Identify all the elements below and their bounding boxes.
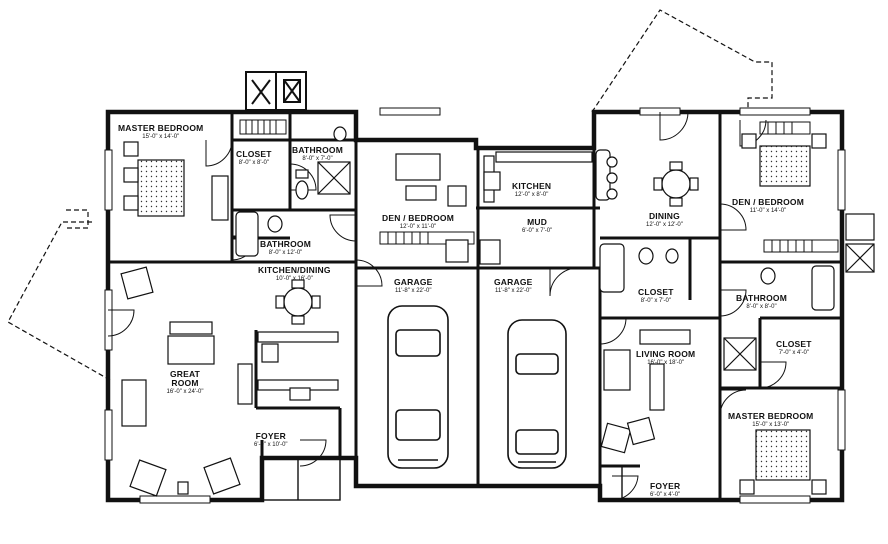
roof-vents: [245, 71, 307, 111]
entry-steps: [261, 457, 623, 501]
beds: [123, 133, 827, 495]
interior-walls: [108, 112, 842, 500]
doors: [107, 111, 787, 501]
fixtures: [235, 126, 875, 371]
closet-shelves: [239, 119, 839, 253]
outer-walls: [105, 109, 845, 503]
deck-outlines: [7, 9, 773, 381]
cars: [387, 305, 567, 469]
furniture: [120, 149, 699, 497]
windows: [104, 107, 846, 504]
